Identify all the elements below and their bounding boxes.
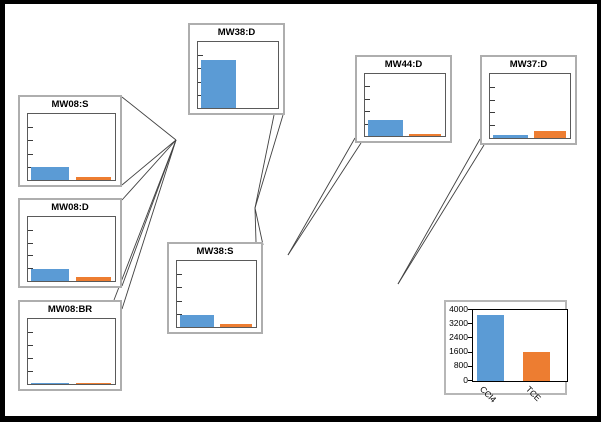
bar-ccl4	[31, 166, 69, 180]
axis-tick-mark	[28, 166, 33, 168]
axis-tick-mark	[28, 140, 33, 142]
bar-tce	[75, 383, 111, 384]
legend-ytick-mark	[468, 380, 472, 381]
callout-line	[254, 114, 284, 209]
callout-line	[113, 139, 177, 301]
bar-tce	[409, 134, 441, 136]
axis-tick-mark	[28, 371, 33, 372]
legend-ytick-label: 2400	[449, 331, 468, 342]
well-plot-area	[27, 318, 116, 385]
callout-line	[121, 96, 177, 141]
legend-xtick-label-ccl4: CCl4	[477, 384, 499, 405]
legend-ytick-label: 0	[463, 374, 468, 385]
well-charts-layer: MW08:S MW08:D MW08:BR MW38:D MW38:S MW44:D MW3…	[5, 4, 597, 416]
well-chart-title: MW08:S	[51, 99, 89, 110]
axis-tick-mark	[28, 153, 33, 155]
bar-tce	[534, 130, 566, 138]
legend-bar-tce	[522, 351, 551, 381]
callout-line	[121, 139, 177, 186]
bar-ccl4	[31, 382, 69, 384]
bar-ccl4	[31, 269, 69, 281]
callout-line	[397, 144, 485, 285]
well-chart-mw08-br: MW08:BR	[18, 300, 122, 391]
legend-ytick-label: 1600	[449, 346, 468, 357]
axis-tick-mark	[490, 112, 495, 114]
bar-ccl4	[368, 120, 403, 136]
bar-ccl4	[201, 60, 236, 108]
axis-tick-mark	[28, 268, 33, 270]
axis-tick-mark	[28, 332, 33, 333]
axis-tick-mark	[28, 358, 33, 359]
axis-tick-mark	[198, 81, 203, 83]
axis-tick-mark	[28, 345, 33, 346]
legend-ytick-mark	[468, 365, 472, 367]
well-plot-area	[364, 73, 446, 137]
bar-ccl4	[493, 135, 528, 138]
axis-tick-mark	[177, 287, 182, 289]
axis-tick-mark	[28, 242, 33, 244]
axis-tick-mark	[28, 229, 33, 231]
axis-tick-mark	[365, 111, 370, 113]
callout-line	[121, 139, 177, 201]
callout-line	[397, 138, 481, 285]
callout-line	[121, 139, 177, 310]
axis-tick-mark	[28, 127, 33, 129]
well-plot-area	[27, 113, 116, 181]
axis-tick-mark	[490, 99, 495, 101]
well-chart-title: MW38:D	[217, 27, 256, 38]
callout-line	[254, 114, 275, 209]
well-plot-area	[489, 73, 571, 139]
axis-tick-mark	[365, 98, 370, 100]
legend-bar-ccl4	[476, 315, 504, 381]
callout-line	[254, 207, 257, 243]
axis-tick-mark	[177, 313, 182, 315]
bar-tce	[75, 177, 111, 180]
well-chart-title: MW37:D	[509, 59, 548, 70]
well-plot-area	[176, 260, 257, 328]
well-plot-area	[197, 41, 279, 109]
well-chart-mw44-d: MW44:D	[355, 55, 452, 143]
callout-lines-layer	[113, 96, 485, 310]
axis-tick-mark	[28, 255, 33, 257]
axis-tick-mark	[177, 274, 182, 276]
well-chart-mw38-s: MW38:S	[167, 242, 263, 334]
bar-tce	[75, 277, 111, 281]
legend-ytick-label: 800	[453, 360, 468, 371]
bar-tce	[220, 324, 253, 327]
callout-line	[287, 142, 362, 256]
axis-tick-mark	[198, 55, 203, 57]
well-chart-title: MW44:D	[384, 59, 423, 70]
axis-tick-mark	[490, 86, 495, 88]
axis-tick-mark	[365, 86, 370, 88]
well-chart-title: MW08:D	[51, 202, 89, 213]
well-chart-title: MW38:S	[196, 246, 234, 257]
legend-plot-area	[472, 309, 568, 382]
well-chart-mw08-s: MW08:S	[18, 95, 122, 187]
well-chart-title: MW08:BR	[47, 304, 93, 315]
axis-tick-mark	[177, 300, 182, 302]
well-chart-mw37-d: MW37:D	[480, 55, 577, 145]
axis-tick-mark	[198, 68, 203, 70]
legend-ytick-label: 3200	[449, 317, 468, 328]
legend-ytick-mark	[468, 323, 472, 325]
legend-ytick-mark	[468, 337, 472, 339]
callout-line	[287, 137, 356, 256]
well-plot-area	[27, 216, 116, 282]
bar-ccl4	[180, 314, 215, 327]
axis-tick-mark	[365, 123, 370, 125]
legend-ytick-mark	[468, 351, 472, 353]
axis-tick-mark	[198, 94, 203, 96]
well-chart-mw38-d: MW38:D	[188, 23, 285, 115]
legend-ytick-label: 4000	[449, 303, 468, 314]
legend-xtick-label-tce: TCE	[523, 384, 543, 404]
callout-line	[254, 207, 264, 246]
well-chart-mw08-d: MW08:D	[18, 198, 122, 288]
axis-tick-mark	[490, 125, 495, 127]
legend-ytick-mark	[468, 309, 472, 310]
